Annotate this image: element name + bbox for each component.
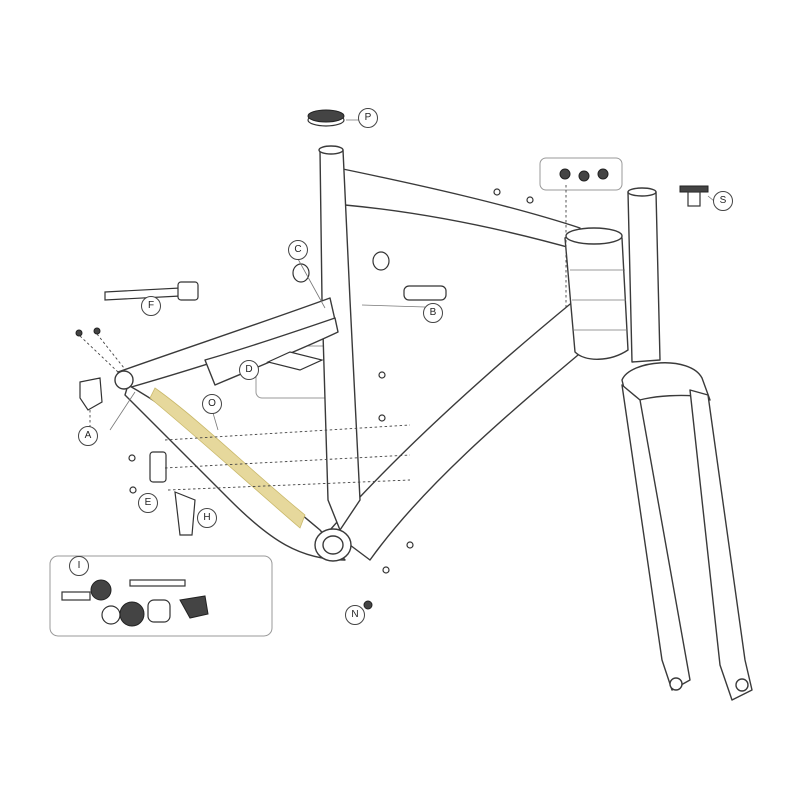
part-b: [403, 285, 447, 301]
down-tube: [329, 299, 591, 561]
fork-dropout-left: [669, 677, 683, 691]
part-c-right: [372, 251, 390, 271]
headset-cap-top: [307, 109, 345, 123]
frame-bolts: [128, 188, 534, 574]
callout-f: F: [141, 296, 161, 316]
callout-d: D: [239, 360, 259, 380]
seat-tube-top: [318, 145, 344, 155]
part-d-plate: [266, 351, 324, 371]
callout-s: S: [713, 191, 733, 211]
part-n: [363, 600, 373, 610]
derailleur-hanger: [79, 377, 103, 411]
head-tube-top: [565, 227, 623, 245]
seat-tube: [319, 149, 361, 531]
bottom-bracket-bore: [322, 535, 344, 555]
part-c-left: [292, 263, 310, 283]
part-i-axle: [129, 579, 186, 587]
steerer-top: [627, 187, 657, 197]
callout-o: O: [202, 394, 222, 414]
part-s-body: [687, 191, 701, 207]
fork-left-leg: [621, 384, 691, 691]
callout-i: I: [69, 556, 89, 576]
fork-right-leg: [689, 389, 753, 701]
part-h: [174, 491, 196, 536]
fork-dropout-right: [735, 678, 749, 692]
rear-thru-axle: [104, 287, 181, 301]
callout-a: A: [78, 426, 98, 446]
fork-crown: [621, 362, 711, 406]
seat-stay-far: [204, 317, 339, 386]
rear-dropout: [114, 370, 134, 390]
part-s-cap: [679, 185, 709, 193]
callout-n: N: [345, 605, 365, 625]
part-i-bolt: [61, 591, 91, 601]
callout-p: P: [358, 108, 378, 128]
part-e: [149, 451, 167, 483]
callout-h: H: [197, 508, 217, 528]
callout-c: C: [288, 240, 308, 260]
fork-steerer: [627, 191, 661, 363]
head-tube: [564, 229, 629, 360]
highlight-part-o: [149, 387, 306, 529]
part-i-nut: [90, 579, 112, 601]
callout-b: B: [423, 303, 443, 323]
callout-e: E: [138, 493, 158, 513]
